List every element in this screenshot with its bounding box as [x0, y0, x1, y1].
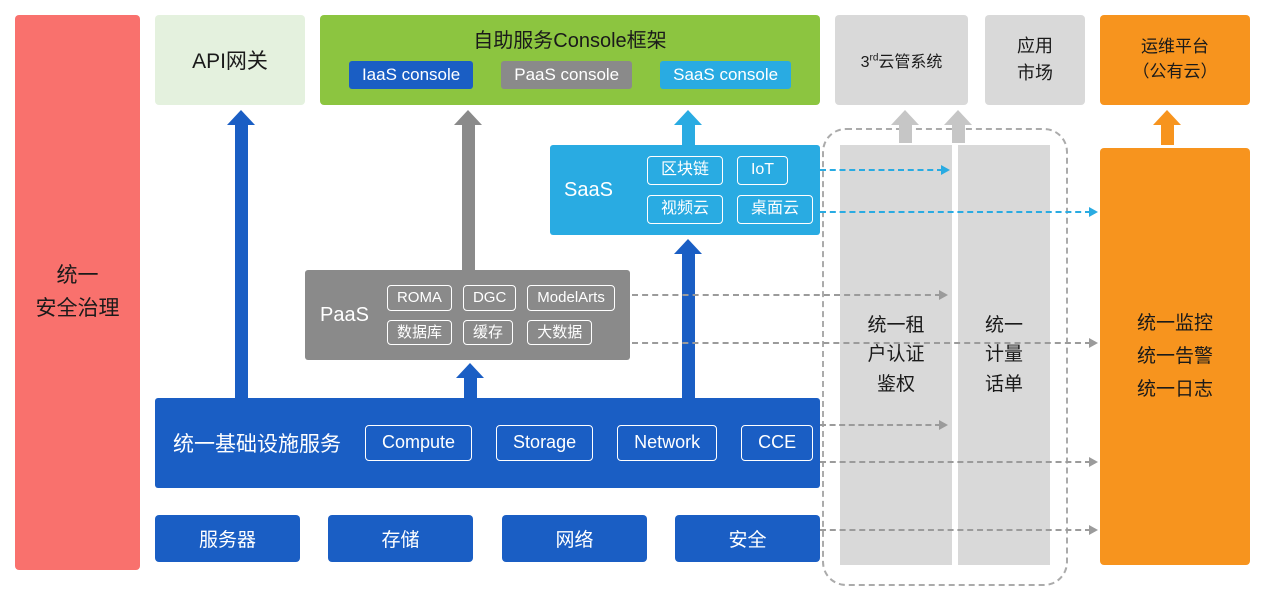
- paas-services-grid: ROMA DGC ModelArts 数据库 缓存 大数据: [386, 285, 615, 345]
- iaas-item-cce: CCE: [741, 425, 814, 461]
- paas-item-dgc: DGC: [462, 285, 517, 311]
- console-framework-title: 自助服务Console框架: [473, 30, 667, 52]
- arrow-saas-to-console: [674, 110, 702, 145]
- dashed-arrow-security-to-monitoring: [820, 524, 1098, 536]
- iaas-item-network: Network: [617, 425, 718, 461]
- tenant-services-dashed-frame: [822, 128, 1068, 586]
- paas-item-modelarts: ModelArts: [527, 285, 615, 311]
- security-box: 安全: [675, 515, 820, 562]
- iaas-item-storage: Storage: [496, 425, 594, 461]
- iaas-item-compute: Compute: [365, 425, 473, 461]
- unified-monitoring-box: 统一监控 统一告警 统一日志: [1100, 148, 1250, 565]
- unified-metering-column: 统一 计量 话单: [958, 145, 1050, 565]
- dashed-arrow-iaas-to-monitoring: [820, 456, 1098, 468]
- paas-item-roma: ROMA: [386, 285, 452, 311]
- third-party-cloud-mgmt-box: 3rd云管系统: [835, 15, 968, 105]
- iaas-label: 统一基础设施服务: [173, 433, 341, 456]
- saas-label: SaaS: [564, 178, 613, 201]
- paas-item-cache: 缓存: [462, 319, 513, 345]
- dashed-arrow-paas-to-monitoring: [632, 337, 1098, 349]
- third-party-cloud-label: 3rd云管系统: [860, 52, 943, 71]
- unified-tenant-auth-column: 统一租 户认证 鉴权: [840, 145, 952, 565]
- dashed-arrow-paas-to-auth: [632, 289, 948, 301]
- iaas-box: 统一基础设施服务 Compute Storage Network CCE: [155, 398, 820, 488]
- dashed-arrow-saas-to-auth: [820, 164, 950, 176]
- arrow-metering-to-third-cloud: [944, 110, 972, 143]
- security-governance-panel: 统一 安全治理: [15, 15, 140, 570]
- network-box: 网络: [502, 515, 647, 562]
- paas-item-bigdata: 大数据: [527, 319, 593, 345]
- storage-box: 存储: [328, 515, 473, 562]
- om-platform-box: 运维平台 （公有云）: [1100, 15, 1250, 105]
- paas-item-database: 数据库: [386, 319, 452, 345]
- saas-console-chip: SaaS console: [660, 61, 792, 89]
- saas-item-blockchain: 区块链: [646, 156, 723, 185]
- paas-box: PaaS ROMA DGC ModelArts 数据库 缓存 大数据: [305, 270, 630, 360]
- iaas-console-chip: IaaS console: [348, 61, 474, 89]
- paas-label: PaaS: [320, 303, 369, 326]
- api-gateway-box: API网关: [155, 15, 305, 105]
- arrow-paas-to-console: [454, 110, 482, 270]
- paas-console-chip: PaaS console: [501, 61, 633, 89]
- saas-services-grid: 区块链 IoT 视频云 桌面云: [646, 156, 813, 224]
- dashed-arrow-iaas-to-auth: [820, 419, 948, 431]
- dashed-arrow-saas-to-monitoring: [820, 206, 1098, 218]
- saas-box: SaaS 区块链 IoT 视频云 桌面云: [550, 145, 820, 235]
- console-framework-box: 自助服务Console框架 IaaS console PaaS console …: [320, 15, 820, 105]
- arrow-auth-to-third-cloud: [891, 110, 919, 143]
- arrow-iaas-to-saas: [674, 239, 702, 398]
- saas-item-desktop-cloud: 桌面云: [736, 195, 813, 224]
- server-box: 服务器: [155, 515, 300, 562]
- arrow-iaas-to-api-gateway: [227, 110, 255, 398]
- arrow-monitoring-to-om-platform: [1153, 110, 1181, 145]
- arrow-iaas-to-paas: [456, 363, 484, 398]
- app-market-box: 应用 市场: [985, 15, 1085, 105]
- saas-item-video-cloud: 视频云: [646, 195, 723, 224]
- saas-item-iot: IoT: [736, 156, 789, 185]
- console-chip-row: IaaS console PaaS console SaaS console: [320, 61, 820, 89]
